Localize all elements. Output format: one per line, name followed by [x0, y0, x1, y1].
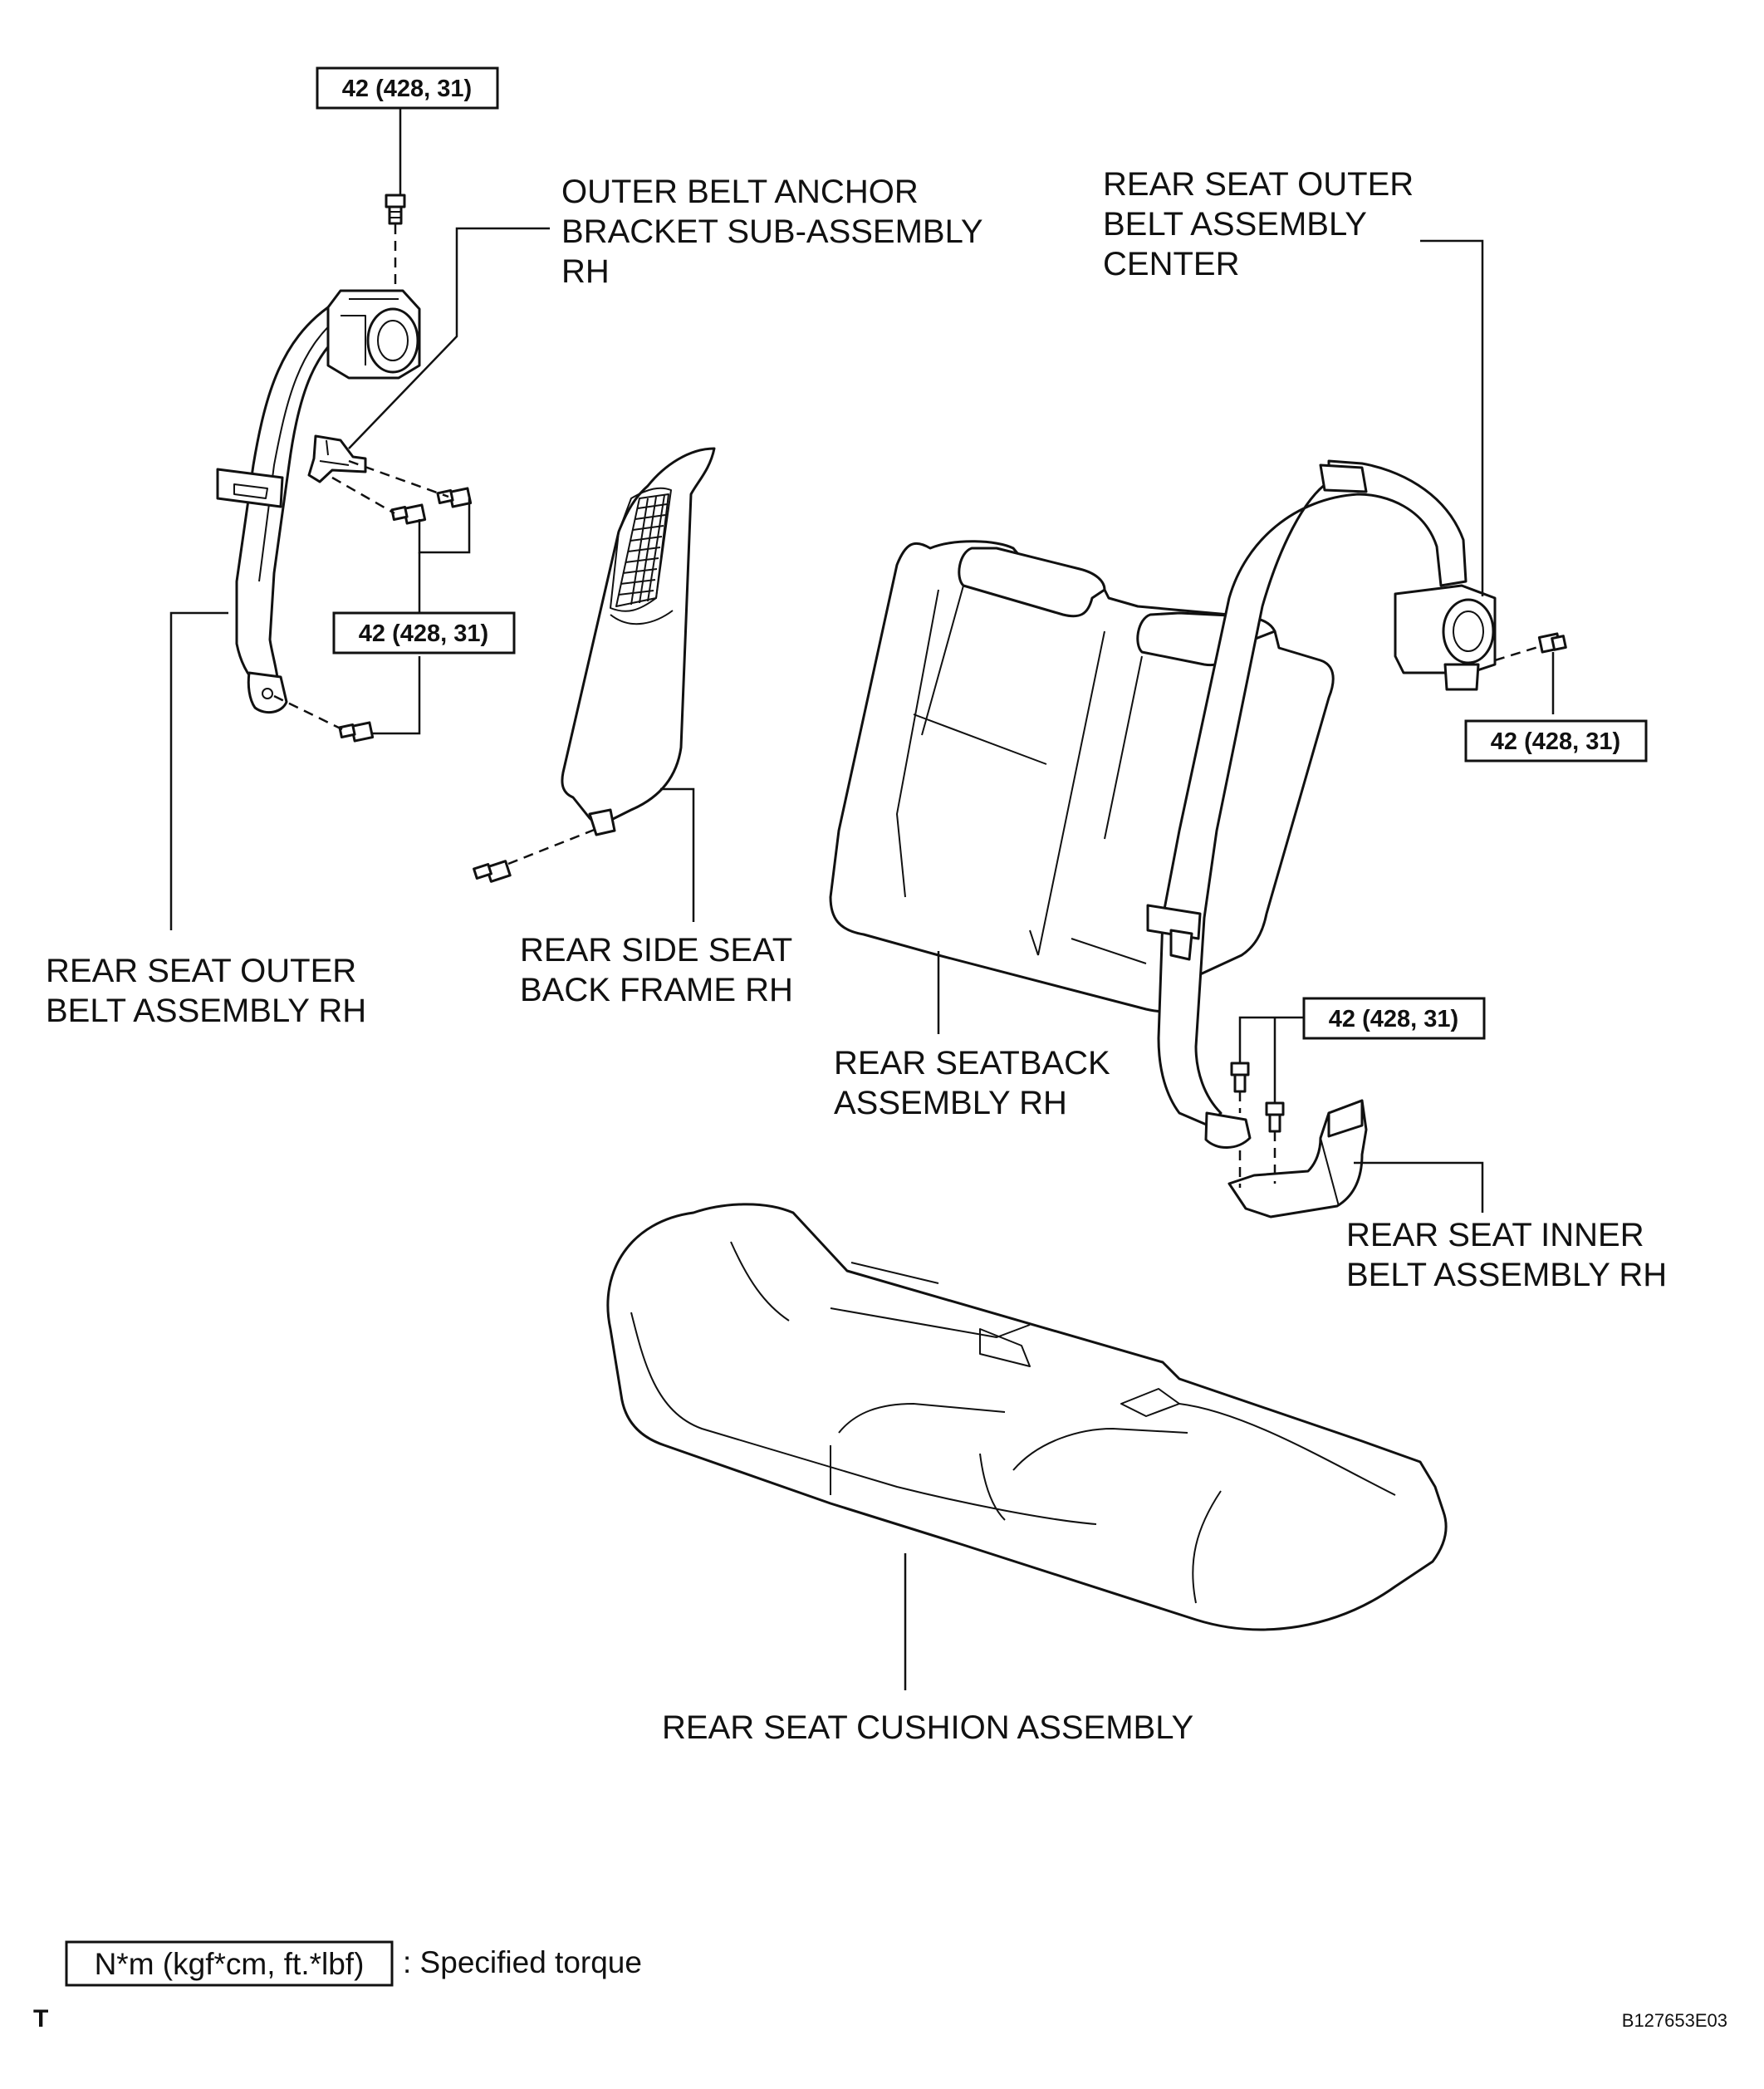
bolt-bracket-1 — [436, 487, 473, 508]
rear-seat-inner-belt-part — [1227, 1099, 1368, 1219]
label-rear-seat-inner-belt: REAR SEAT INNER BELT ASSEMBLY RH — [1346, 1217, 1667, 1293]
label-outer-belt-anchor-bracket: OUTER BELT ANCHOR BRACKET SUB-ASSEMBLY R… — [561, 174, 992, 290]
bolt-inner-1 — [1230, 1062, 1250, 1093]
rear-seat-cushion-part — [606, 1203, 1448, 1631]
figure-code: B127653E03 — [1622, 2010, 1727, 2031]
label-rear-seat-outer-belt-center: REAR SEAT OUTER BELT ASSEMBLY CENTER — [1103, 166, 1423, 282]
torque-inner-belt-text: 42 (428, 31) — [1329, 1006, 1458, 1032]
bolt-path-bracket — [331, 459, 449, 515]
torque-box-right-outer: 42 (428, 31) — [1464, 719, 1648, 763]
label-rear-seatback-assembly: REAR SEATBACK ASSEMBLY RH — [834, 1045, 1120, 1121]
vent-grill — [615, 493, 669, 607]
label-rear-seat-cushion: REAR SEAT CUSHION ASSEMBLY — [662, 1709, 1193, 1746]
torque-box-top-left: 42 (428, 31) — [316, 66, 499, 110]
legend-unit-text: N*m (kgf*cm, ft.*lbf) — [95, 1947, 365, 1981]
legend-description: : Specified torque — [403, 1945, 642, 1979]
footer-left-mark: T — [33, 2005, 48, 2033]
torque-right-outer-text: 42 (428, 31) — [1491, 728, 1620, 755]
bolt-side-frame — [473, 860, 512, 883]
bolt-path-lower — [273, 694, 343, 731]
legend-unit-box — [65, 1940, 394, 1987]
rear-seat-outer-belt-rh-part — [216, 289, 421, 714]
rear-seat-outer-belt-center-part — [1146, 459, 1497, 1149]
bolt-bracket-2 — [390, 503, 427, 525]
label-rear-seat-outer-belt-rh: REAR SEAT OUTER BELT ASSEMBLY RH — [46, 953, 366, 1029]
torque-top-left-text: 42 (428, 31) — [342, 76, 472, 102]
torque-box-inner-belt: 42 (428, 31) — [1302, 997, 1486, 1040]
bolt-center-retractor — [1537, 632, 1567, 654]
bolt-top-left — [385, 194, 406, 225]
torque-box-mid-left: 42 (428, 31) — [332, 611, 516, 655]
bolt-path-side — [507, 827, 597, 866]
outer-belt-anchor-bracket-part — [307, 434, 367, 483]
label-rear-side-seat-back-frame: REAR SIDE SEAT BACK FRAME RH — [520, 932, 801, 1008]
legend: N*m (kgf*cm, ft.*lbf) : Specified torque — [65, 1940, 642, 1987]
bolt-path-inner — [1238, 1091, 1276, 1188]
rear-side-seat-back-frame-part — [561, 447, 716, 836]
bolt-inner-2 — [1265, 1101, 1285, 1133]
bolt-lower-anchor — [338, 721, 375, 743]
torque-mid-left-text: 42 (428, 31) — [359, 620, 488, 647]
bolt-path-center — [1494, 645, 1541, 662]
